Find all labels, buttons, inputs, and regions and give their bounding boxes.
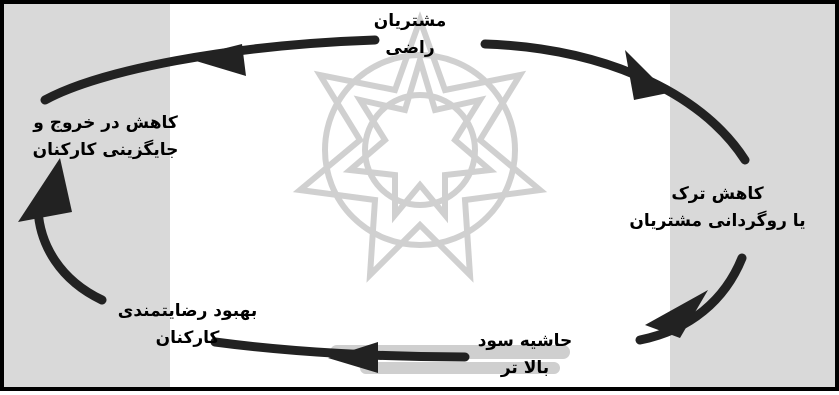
node-line: کاهش در خروج و bbox=[8, 110, 203, 137]
node-line: حاشیه سود bbox=[460, 328, 590, 355]
node-line: مشتریان bbox=[355, 8, 465, 35]
node-line: یا روگردانی مشتریان bbox=[600, 208, 835, 235]
node-line: بهبود رضایتمندی bbox=[95, 298, 280, 325]
node-employee-satisfaction: بهبود رضایتمندی کارکنان bbox=[95, 298, 280, 352]
node-line: کارکنان bbox=[95, 325, 280, 352]
node-higher-margin: حاشیه سود بالا تر bbox=[460, 328, 590, 382]
node-satisfied-customers: مشتریان راضی bbox=[355, 8, 465, 62]
node-reduced-churn: کاهش ترک یا روگردانی مشتریان bbox=[600, 181, 835, 235]
node-line: کاهش ترک bbox=[600, 181, 835, 208]
node-line: بالا تر bbox=[460, 355, 590, 382]
node-line: جایگزینی کارکنان bbox=[8, 137, 203, 164]
node-reduced-turnover: کاهش در خروج و جایگزینی کارکنان bbox=[8, 110, 203, 164]
node-line: راضی bbox=[355, 35, 465, 62]
